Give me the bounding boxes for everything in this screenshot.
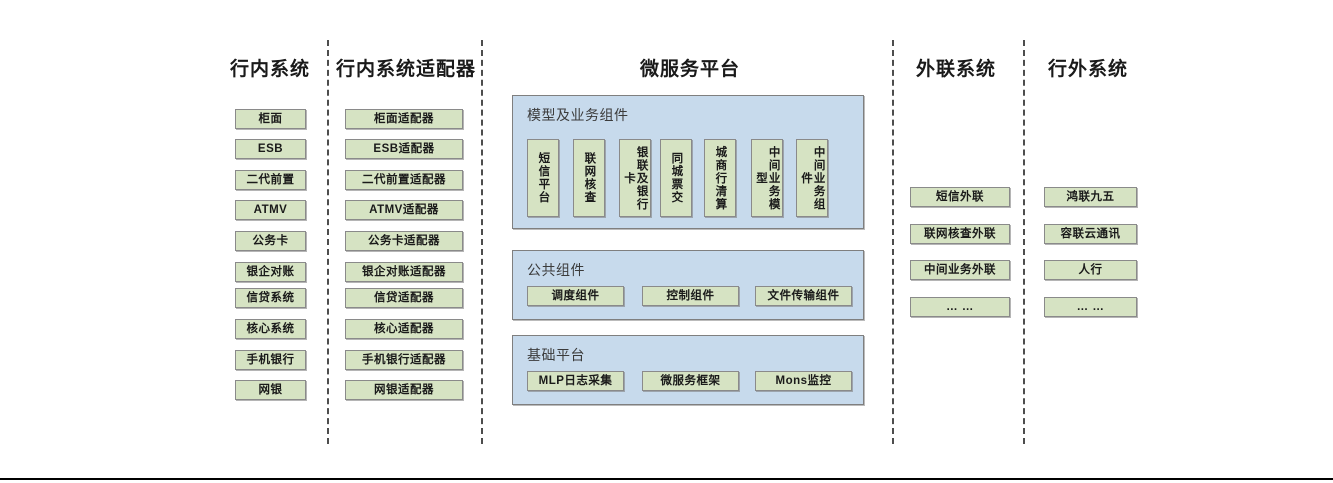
node-public-component-2[interactable]: 控制组件 [642,286,739,306]
node-internal-adapter-4[interactable]: ATMV适配器 [345,200,463,220]
node-model-component-6[interactable]: 中间业务模型 [751,139,783,217]
node-internal-system-6[interactable]: 银企对账 [235,262,306,282]
node-internal-system-2[interactable]: ESB [235,139,306,159]
node-internal-system-8[interactable]: 核心系统 [235,319,306,339]
platform-title: 微服务平台 [639,59,740,80]
node-external-link-3[interactable]: 中间业务外联 [910,260,1010,280]
node-internal-system-3[interactable]: 二代前置 [235,170,306,190]
node-internal-adapter-8[interactable]: 核心适配器 [345,319,463,339]
node-model-component-2[interactable]: 联网核查 [573,139,605,217]
node-internal-system-7[interactable]: 信贷系统 [235,288,306,308]
panel-base-platform: 基础平台 [512,335,864,405]
node-internal-adapter-2[interactable]: ESB适配器 [345,139,463,159]
node-internal-adapter-10[interactable]: 网银适配器 [345,380,463,400]
node-public-component-1[interactable]: 调度组件 [527,286,624,306]
node-internal-system-10[interactable]: 网银 [235,380,306,400]
node-internal-adapter-5[interactable]: 公务卡适配器 [345,231,463,251]
node-external-link-2[interactable]: 联网核查外联 [910,224,1010,244]
node-external-link-4[interactable]: … … [910,297,1010,317]
column-divider-1 [327,40,329,444]
node-base-platform-2[interactable]: 微服务框架 [642,371,739,391]
node-internal-adapter-6[interactable]: 银企对账适配器 [345,262,463,282]
node-base-platform-1[interactable]: MLP日志采集 [527,371,624,391]
column-title-internal-systems: 行内系统 [229,59,310,80]
node-offbank-3[interactable]: 人行 [1044,260,1137,280]
column-divider-3 [892,40,894,444]
column-divider-2 [481,40,483,444]
node-internal-adapter-1[interactable]: 柜面适配器 [345,109,463,129]
node-internal-system-4[interactable]: ATMV [235,200,306,220]
node-internal-system-1[interactable]: 柜面 [235,109,306,129]
node-model-component-5[interactable]: 城商行清算 [704,139,736,217]
panel-title-base-platform: 基础平台 [527,347,585,363]
panel-title-model-business-components: 模型及业务组件 [527,107,629,123]
node-model-component-3[interactable]: 银联及银行卡 [619,139,651,217]
page-bottom-rule [0,478,1333,480]
node-model-component-4[interactable]: 同城票交 [660,139,692,217]
node-offbank-4[interactable]: … … [1044,297,1137,317]
node-external-link-1[interactable]: 短信外联 [910,187,1010,207]
column-title-internal-adapters: 行内系统适配器 [335,59,476,80]
node-internal-adapter-9[interactable]: 手机银行适配器 [345,350,463,370]
column-title-offbank-systems: 行外系统 [1047,59,1128,80]
column-divider-4 [1023,40,1025,444]
node-public-component-3[interactable]: 文件传输组件 [755,286,852,306]
node-offbank-1[interactable]: 鸿联九五 [1044,187,1137,207]
node-internal-system-9[interactable]: 手机银行 [235,350,306,370]
node-internal-adapter-3[interactable]: 二代前置适配器 [345,170,463,190]
node-model-component-7[interactable]: 中间业务组件 [796,139,828,217]
node-offbank-2[interactable]: 容联云通讯 [1044,224,1137,244]
panel-title-public-components: 公共组件 [527,262,585,278]
node-model-component-1[interactable]: 短信平台 [527,139,559,217]
node-base-platform-3[interactable]: Mons监控 [755,371,852,391]
panel-public-components: 公共组件 [512,250,864,320]
node-internal-system-5[interactable]: 公务卡 [235,231,306,251]
column-title-external-link-systems: 外联系统 [915,59,996,80]
node-internal-adapter-7[interactable]: 信贷适配器 [345,288,463,308]
